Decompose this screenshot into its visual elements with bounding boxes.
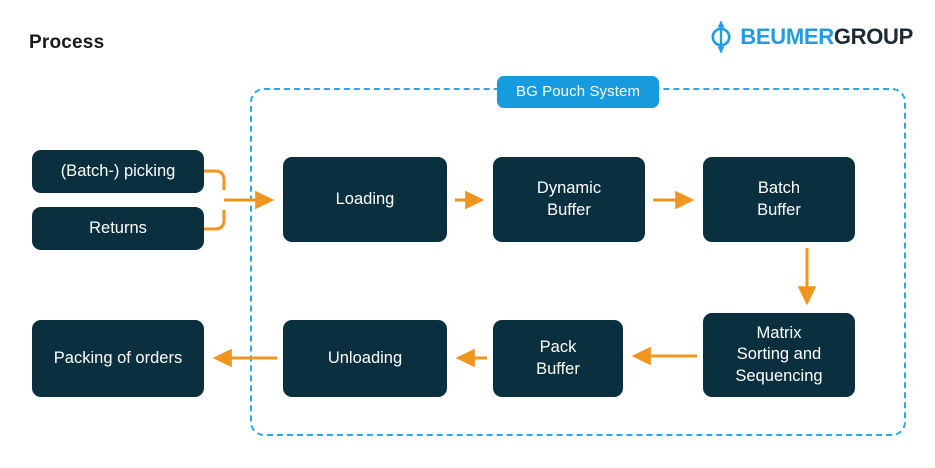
node-dynamic-buffer[interactable]: Dynamic Buffer (493, 157, 645, 242)
node-batch-picking[interactable]: (Batch-) picking (32, 150, 204, 193)
page-title: Process (29, 32, 105, 53)
edge-batch-picking-to-loading (204, 169, 226, 190)
circle-double-arrow-icon (708, 20, 734, 54)
node-packing-of-orders[interactable]: Packing of orders (32, 320, 204, 397)
node-matrix-sorting-and-sequencing[interactable]: Matrix Sorting and Sequencing (703, 313, 855, 397)
logo-text-beumer: BEUMER (740, 24, 834, 49)
node-batch-buffer[interactable]: Batch Buffer (703, 157, 855, 242)
logo-text-group: GROUP (833, 24, 913, 49)
node-pack-buffer[interactable]: Pack Buffer (493, 320, 623, 397)
system-boundary-label: BG Pouch System (497, 76, 660, 108)
node-returns[interactable]: Returns (32, 207, 204, 250)
node-unloading[interactable]: Unloading (283, 320, 447, 397)
edge-returns-to-loading (204, 210, 226, 231)
node-loading[interactable]: Loading (283, 157, 447, 242)
brand-logo: BEUMERGROUP (708, 20, 913, 54)
